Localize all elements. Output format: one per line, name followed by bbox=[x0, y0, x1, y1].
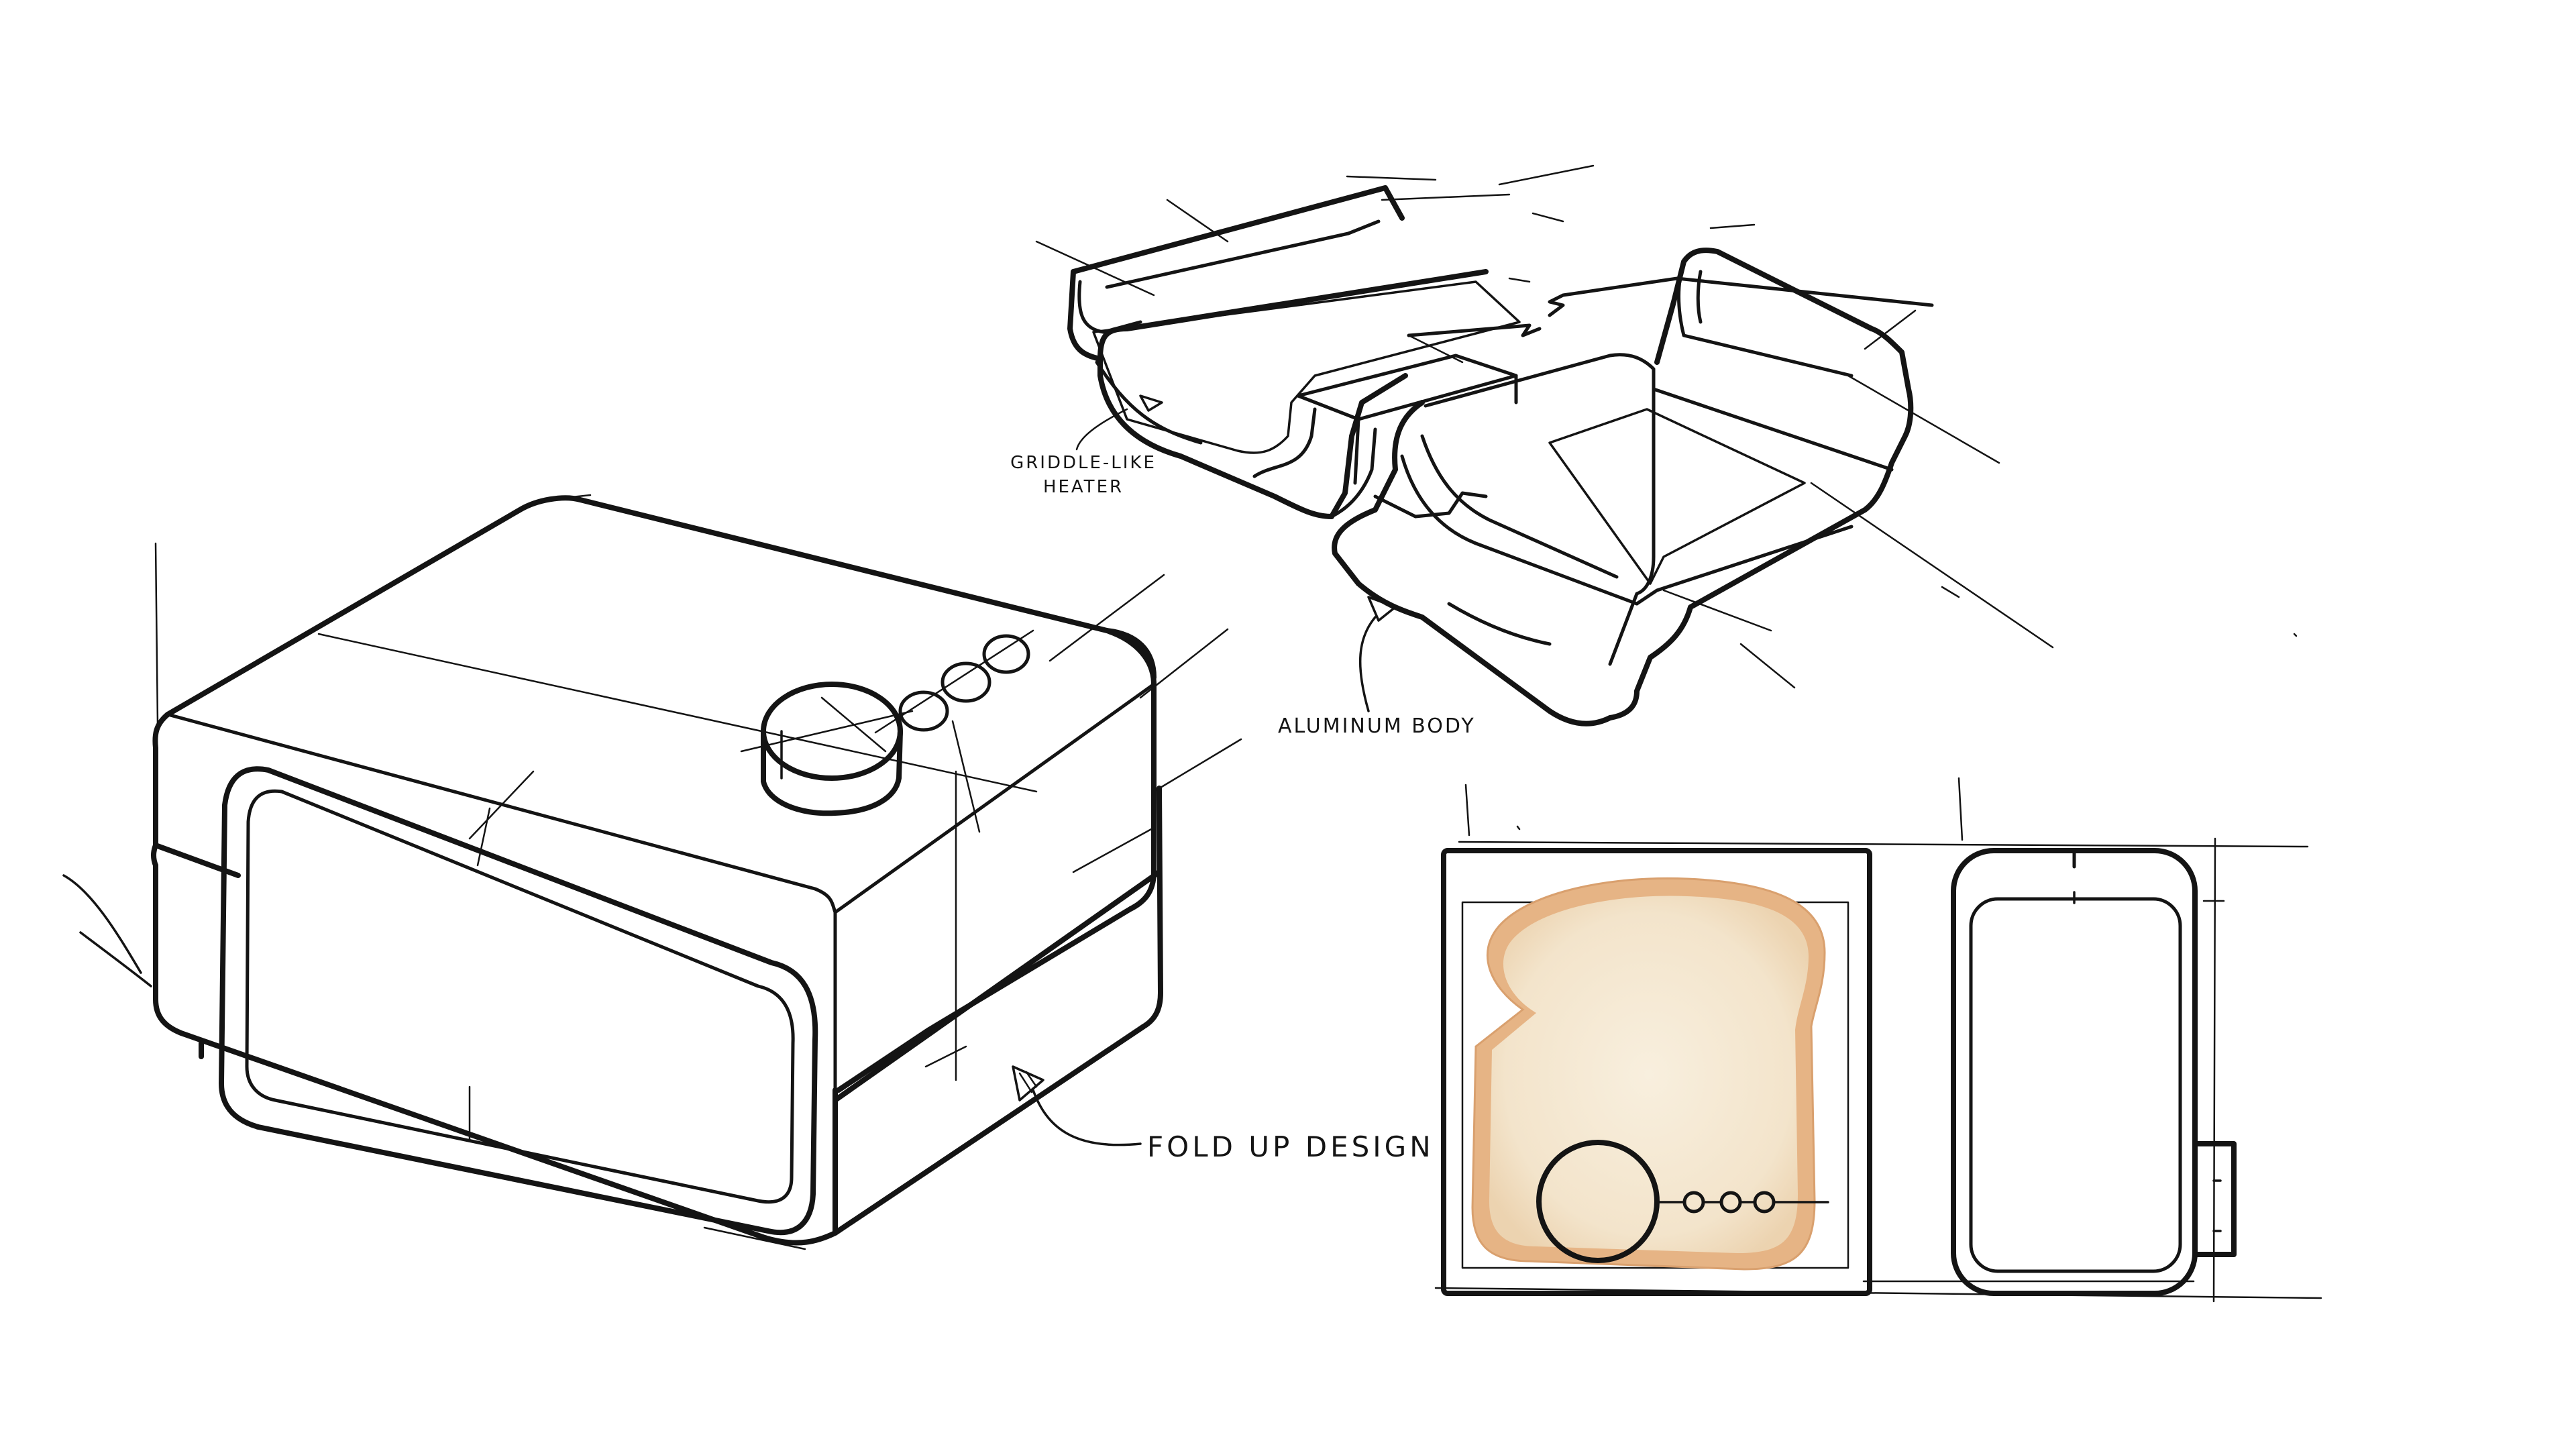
left-griddle-plate bbox=[1092, 280, 1521, 454]
right-tray bbox=[1332, 248, 1914, 727]
closed-toaster-perspective bbox=[62, 494, 1242, 1250]
fold-marker bbox=[1012, 1065, 1044, 1102]
open-toaster-perspective bbox=[1035, 164, 2298, 727]
orthographic-views bbox=[1434, 777, 2322, 1303]
right-griddle-plate bbox=[1548, 408, 1806, 585]
toaster-front-opening bbox=[219, 766, 818, 1236]
bread-crumb bbox=[1489, 896, 1809, 1253]
control-buttons bbox=[874, 629, 1034, 734]
griddle-pointer bbox=[1139, 394, 1163, 412]
construction-lines bbox=[154, 494, 1242, 1250]
front-view bbox=[1441, 848, 1872, 1296]
fold-leader bbox=[1032, 1089, 1142, 1146]
aluminum-body-label: ALUMINUM BODY bbox=[1278, 714, 1476, 738]
aluminum-pointer bbox=[1367, 596, 1397, 622]
fold-up-design-label: FOLD UP DESIGN bbox=[1147, 1130, 1434, 1163]
power-cord bbox=[62, 874, 152, 987]
side-knob bbox=[2192, 1141, 2237, 1257]
toaster-base bbox=[153, 786, 1163, 1246]
ortho-construction-lines bbox=[1434, 777, 2322, 1303]
toaster-lid bbox=[151, 495, 1157, 1093]
open-construction-lines bbox=[1035, 164, 2298, 689]
hinge-block bbox=[1296, 354, 1518, 519]
dial-knob bbox=[740, 682, 914, 816]
toaster-window-inner bbox=[245, 789, 795, 1204]
side-view bbox=[1951, 848, 2237, 1296]
